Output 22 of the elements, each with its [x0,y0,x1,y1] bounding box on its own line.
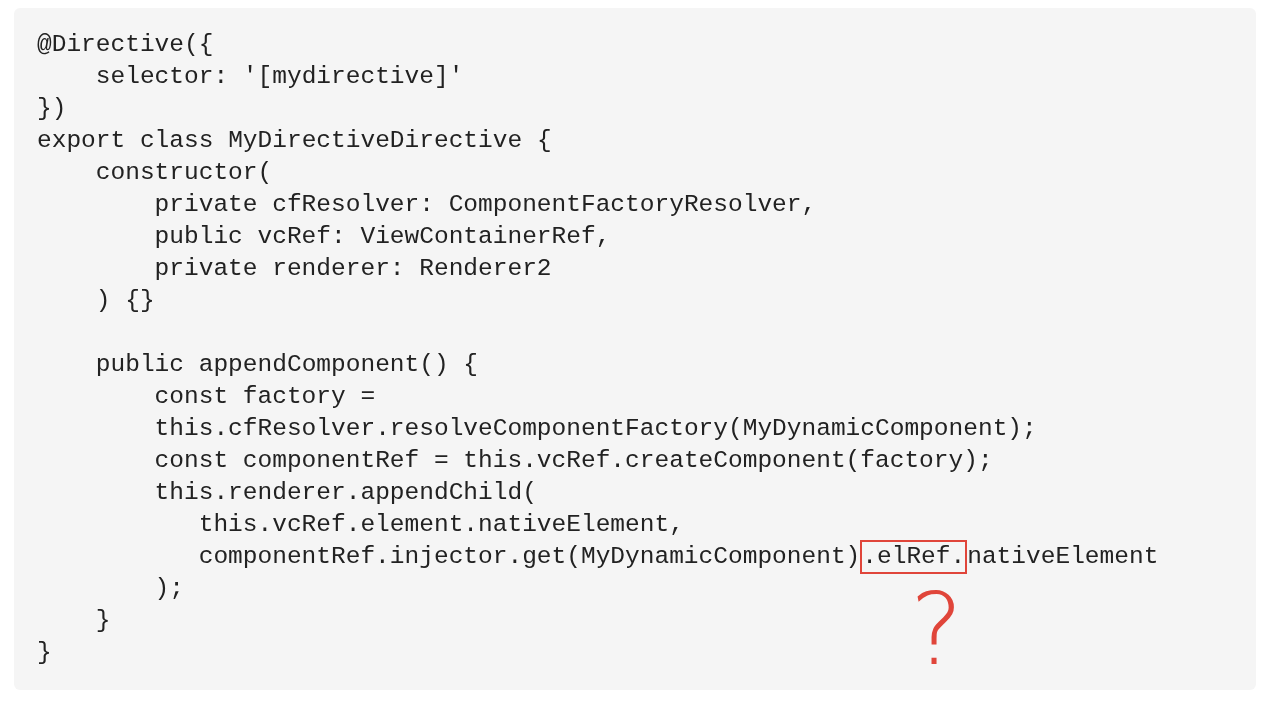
code-text: @Directive({ [37,29,214,60]
code-text: } [95,605,111,636]
code-text: public vcRef: ViewContainerRef, [154,221,611,252]
code-text: constructor( [95,157,273,188]
code-text: this.vcRef.element.nativeElement, [198,509,684,540]
code-text: }) [37,93,67,124]
code-text: public appendComponent() { [95,349,479,380]
code-text: } [37,637,52,668]
code-text: componentRef.injector.get(MyDynamicComponent) [198,541,861,572]
code-text: selector: '[mydirective]' [95,61,464,92]
highlight-box: .elRef. [860,540,968,574]
code-text: this.cfResolver.resolveComponentFactory(MyDynamicComponent); [154,413,1037,444]
code-text: export class MyDirectiveDirective { [37,125,552,156]
code-text: this.renderer.appendChild( [154,477,537,508]
handwritten-question-mark: ? [910,580,964,680]
code-text: ); [154,573,184,604]
code-text: private cfResolver: ComponentFactoryResolver, [154,189,817,220]
code-text: const factory = [154,381,376,412]
code-text: const componentRef = this.vcRef.createComponent(factory); [154,445,993,476]
code-text: ) {} [95,285,155,316]
code-text: nativeElement [967,541,1159,572]
code-text: private renderer: Renderer2 [154,253,552,284]
